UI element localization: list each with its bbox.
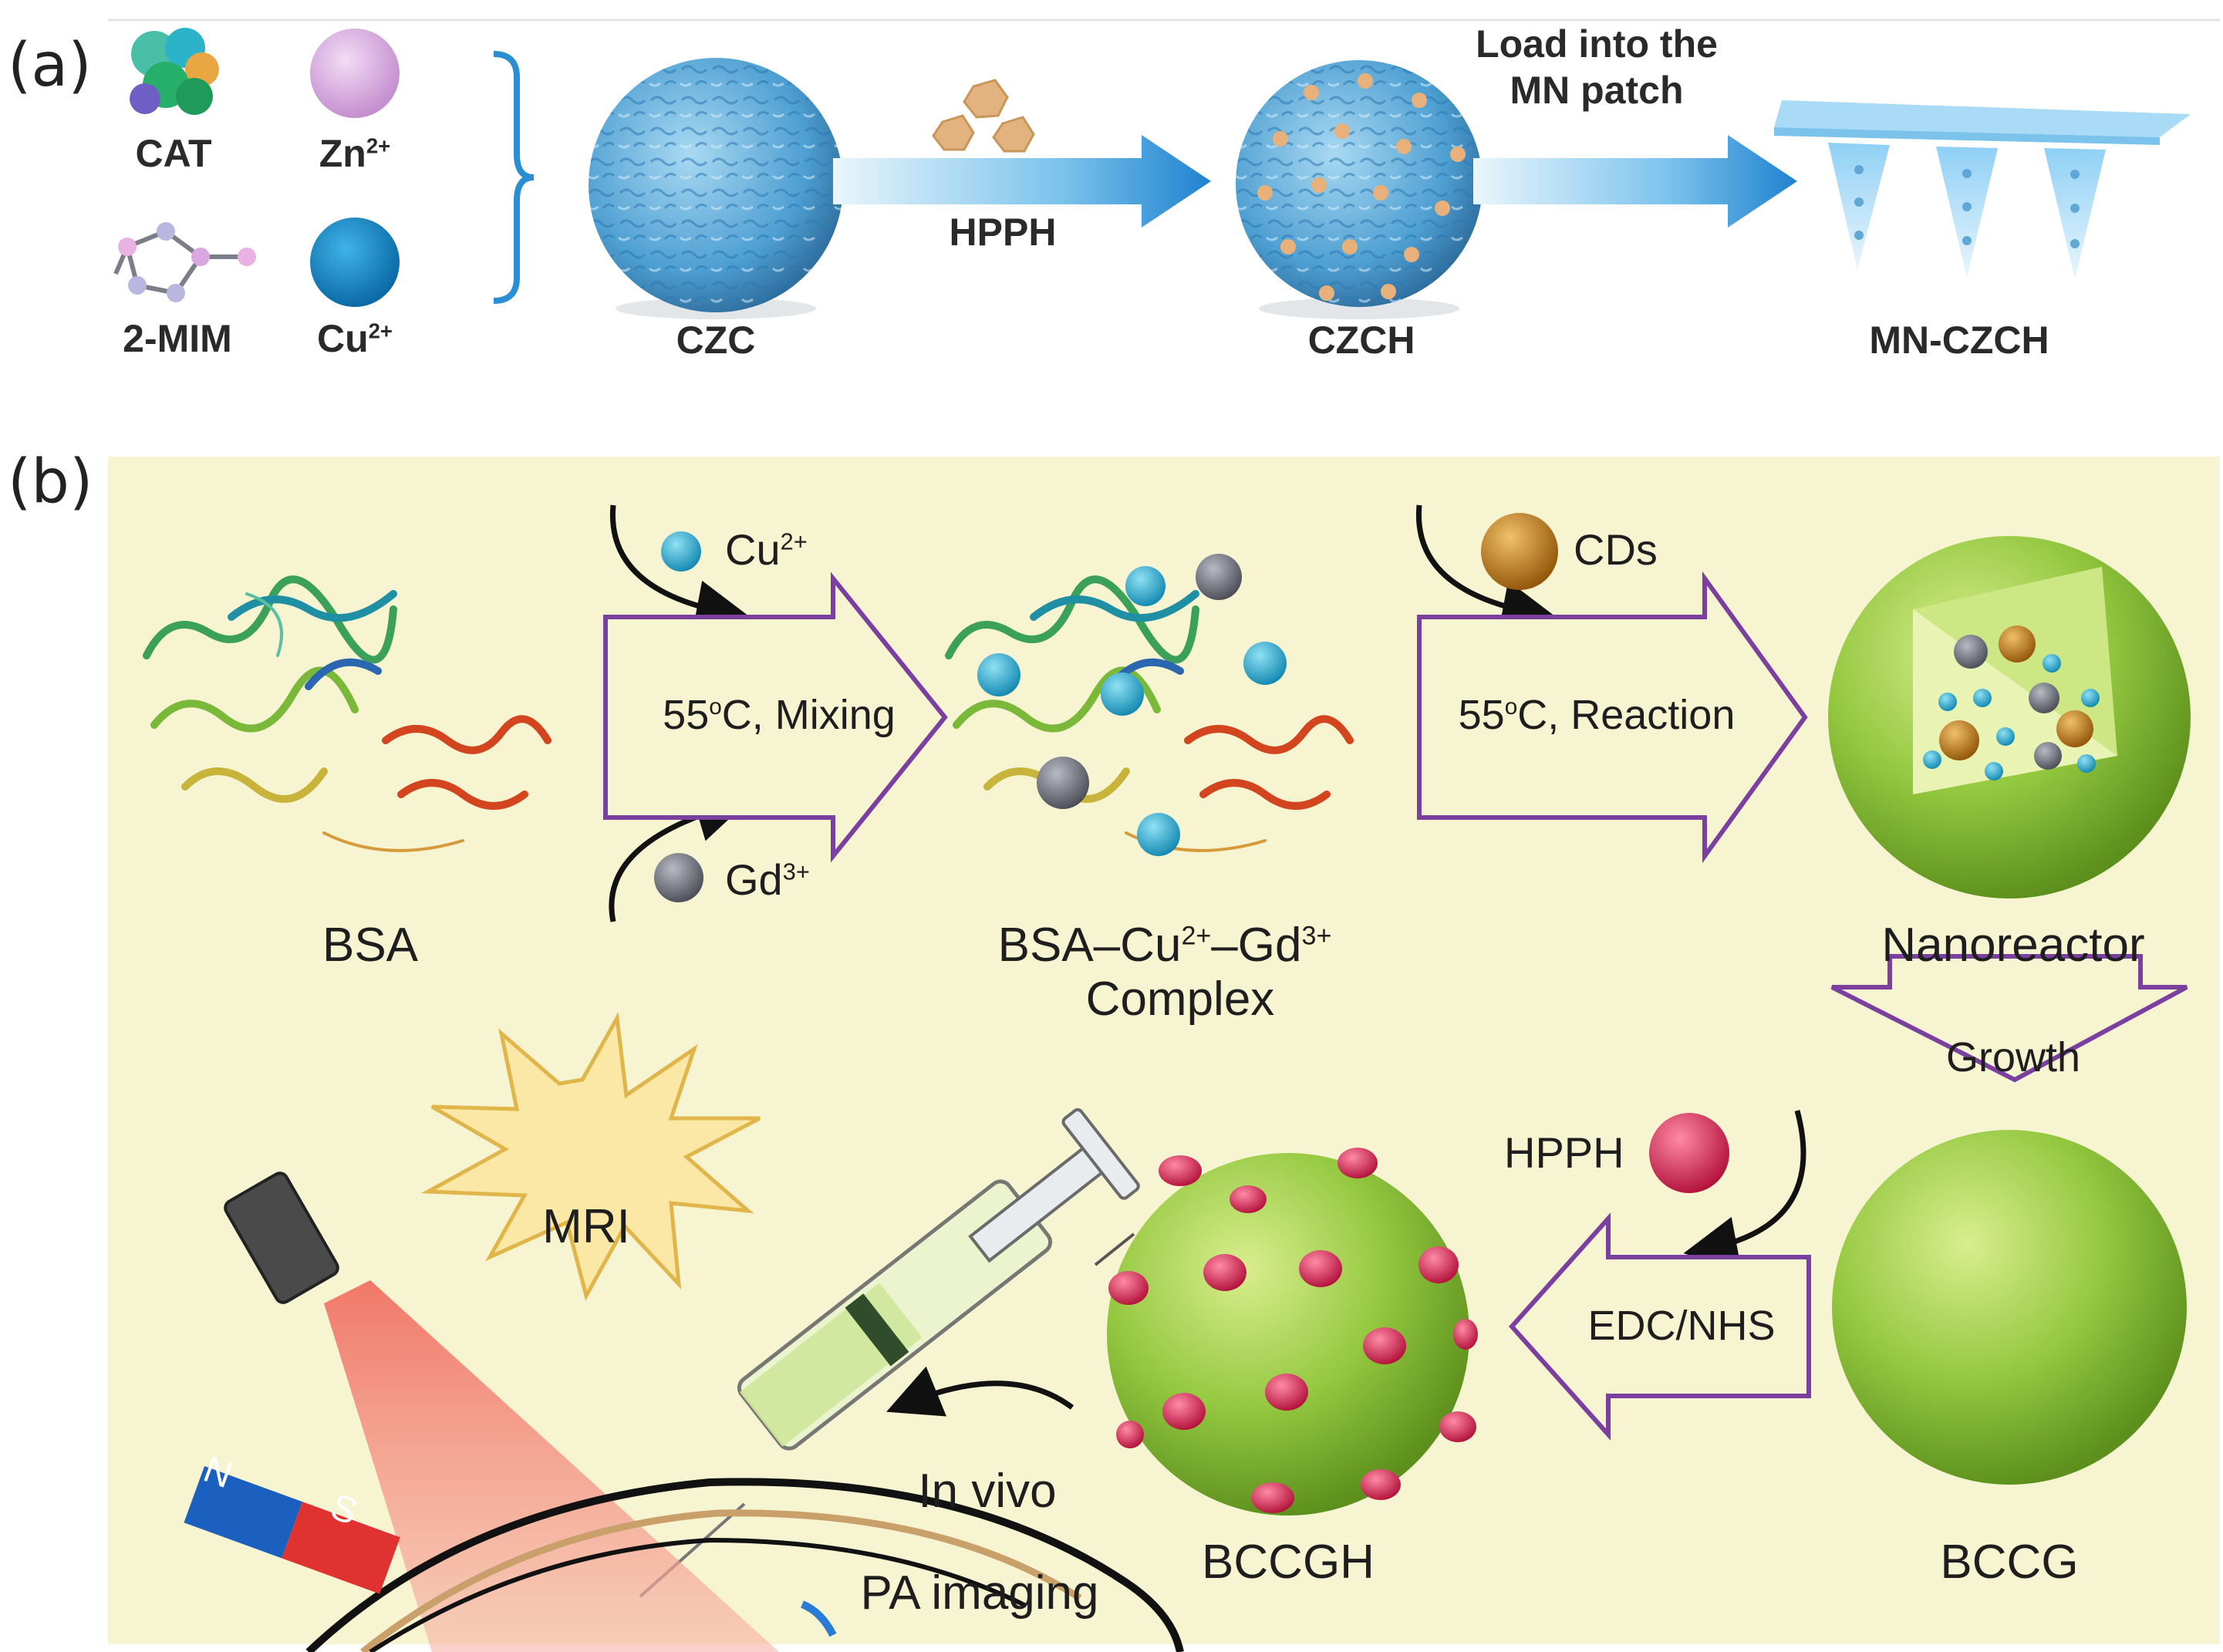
- label-load-line2: MN patch: [1510, 69, 1684, 112]
- mixing-label: 55oC, Mixing: [663, 692, 896, 738]
- label-mri: MRI: [542, 1200, 630, 1253]
- label-czc: CZC: [676, 319, 756, 362]
- label-cds: CDs: [1574, 525, 1658, 574]
- label-zn: Zn2+: [319, 132, 391, 175]
- label-hpph-b: HPPH: [1504, 1128, 1624, 1177]
- syringe-icon: [639, 1108, 1140, 1598]
- mim-molecule-icon: [113, 222, 256, 302]
- bsa-protein-icon: [143, 575, 552, 852]
- label-cu: Cu2+: [316, 317, 393, 360]
- cat-protein-icon: [130, 28, 219, 115]
- panel-b-letter: (b): [8, 447, 93, 517]
- label-cu-ion: Cu2+: [725, 525, 808, 574]
- magnet-icon: [184, 1465, 400, 1594]
- load-arrow: [1473, 135, 1797, 228]
- laser-beam: [324, 1280, 779, 1652]
- label-gd-ion: Gd3+: [725, 855, 810, 904]
- mixing-arrow: [603, 571, 948, 863]
- label-2-mim: 2-MIM: [123, 317, 232, 360]
- panel-a-letter: (a): [8, 31, 92, 100]
- bsa-complex-protein-icon: [945, 575, 1354, 852]
- laser-device: [224, 1172, 339, 1304]
- label-bsa: BSA: [322, 919, 419, 972]
- label-load-line1: Load into the: [1476, 22, 1718, 66]
- label-bccgh: BCCGH: [1202, 1536, 1375, 1589]
- edc-nhs-arrow: [1508, 1212, 1811, 1441]
- label-pa-imaging: PA imaging: [860, 1566, 1099, 1620]
- hpph-input-arrow: [1683, 1110, 1806, 1270]
- hpph-arrow: [833, 135, 1211, 228]
- cu-ion-small: [661, 531, 701, 571]
- bccgh-sphere: [1107, 1153, 1469, 1515]
- bccgh-hpph-dots: [1108, 1148, 1478, 1513]
- complex-bound-ions: [977, 554, 1287, 856]
- growth-label: Growth: [1945, 1034, 2081, 1081]
- label-cat: CAT: [135, 132, 212, 175]
- hpph-crystals-icon: [932, 79, 1035, 153]
- cds-ball: [1481, 513, 1558, 590]
- label-complex-line2: Complex: [1085, 973, 1275, 1026]
- reaction-arrow: [1417, 571, 1808, 864]
- label-bccg: BCCG: [1940, 1536, 2079, 1589]
- label-czch: CZCH: [1307, 319, 1415, 362]
- gd-ion-small: [654, 853, 703, 902]
- in-vivo-arrow: [886, 1366, 1074, 1417]
- label-in-vivo: In vivo: [918, 1465, 1057, 1518]
- edc-nhs-label: EDC/NHS: [1587, 1303, 1776, 1349]
- czch-hpph-dots: [1257, 73, 1466, 301]
- panel-b-graphics: [143, 504, 2191, 1652]
- cu-input-arrow: [609, 504, 751, 634]
- body-outline: [305, 1478, 1184, 1652]
- microneedle-patch-icon: [1774, 100, 2191, 279]
- mri-burst: [420, 1012, 761, 1301]
- cds-input-arrow: [1415, 504, 1557, 634]
- nanoreactor-contents: [1923, 625, 2100, 780]
- reaction-label: 55oC, Reaction: [1458, 692, 1736, 738]
- grouping-brace: [493, 51, 535, 304]
- label-mn-czch: MN-CZCH: [1869, 319, 2049, 362]
- label-complex-line1: BSA–Cu2+–Gd3+: [997, 919, 1332, 972]
- hpph-red-ball: [1649, 1113, 1729, 1193]
- zn-ion-icon: [310, 29, 400, 118]
- panel-a-graphics: [108, 19, 2220, 319]
- label-hpph-a: HPPH: [949, 211, 1057, 254]
- cu-ion-icon: [310, 217, 400, 307]
- bccg-sphere: [1832, 1130, 2187, 1485]
- label-nanoreactor: Nanoreactor: [1881, 919, 2145, 972]
